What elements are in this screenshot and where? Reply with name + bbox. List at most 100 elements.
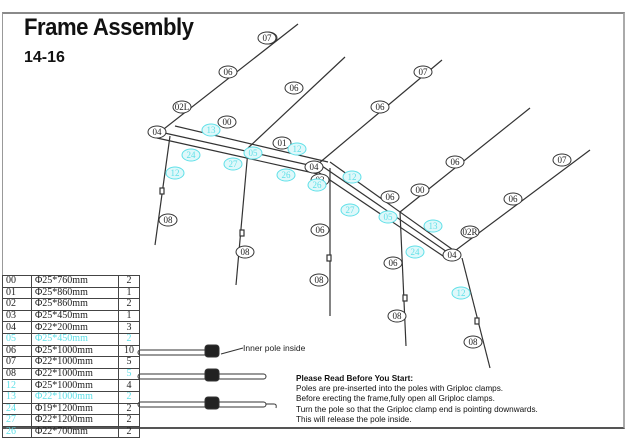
callout-label: 08 bbox=[469, 337, 479, 347]
callout-ellipse bbox=[463, 335, 483, 349]
callout: 02R bbox=[460, 225, 480, 239]
callout-highlight: 24 bbox=[181, 148, 201, 162]
pole-detail-illustrations bbox=[137, 344, 277, 410]
callout-label: 06 bbox=[451, 157, 461, 167]
callout-label: 05 bbox=[384, 212, 394, 222]
callout: 06 bbox=[383, 256, 403, 270]
parts-spec-cell: Φ25*860mm bbox=[31, 286, 119, 300]
callout-label: 12 bbox=[293, 144, 302, 154]
callout-ellipse bbox=[287, 142, 307, 156]
callout-label: 08 bbox=[315, 275, 325, 285]
callout-label: 06 bbox=[389, 258, 399, 268]
parts-code-cell: 03 bbox=[2, 309, 32, 323]
callout-ellipse bbox=[158, 213, 178, 227]
callout-label: 27 bbox=[229, 159, 239, 169]
parts-qty-cell: 1 bbox=[118, 309, 140, 323]
callout-ellipse bbox=[423, 219, 443, 233]
pole-detail-2 bbox=[137, 373, 267, 380]
callout-highlight: 13 bbox=[423, 219, 443, 233]
callout-label: 08 bbox=[164, 215, 174, 225]
callout: 00 bbox=[217, 115, 237, 129]
callout-ellipse bbox=[217, 115, 237, 129]
parts-code-cell: 02 bbox=[2, 298, 32, 311]
callout-label: 06 bbox=[290, 83, 300, 93]
callout-highlight: 12 bbox=[451, 286, 471, 300]
callout-label: 04 bbox=[448, 250, 458, 260]
callout-highlight: 12 bbox=[287, 142, 307, 156]
parts-spec-cell: Φ22*700mm bbox=[31, 425, 119, 438]
callout-ellipse bbox=[460, 225, 480, 239]
callouts-group: 070602L04000601070604030600070602R040608… bbox=[147, 31, 572, 349]
callout-ellipse bbox=[342, 170, 362, 184]
callout: 01 bbox=[272, 136, 292, 150]
callout: 00 bbox=[410, 183, 430, 197]
parts-code-cell: 05 bbox=[2, 332, 32, 346]
parts-spec-cell: Φ22*1200mm bbox=[31, 414, 119, 427]
callout-ellipse bbox=[410, 183, 430, 197]
callout-ellipse bbox=[276, 168, 296, 182]
callout: 08 bbox=[235, 245, 255, 259]
parts-qty-cell: 2 bbox=[118, 414, 140, 427]
callout-highlight: 26 bbox=[307, 178, 327, 192]
callout-label: 12 bbox=[171, 168, 180, 178]
parts-code-cell: 01 bbox=[2, 286, 32, 300]
callout: 06 bbox=[370, 100, 390, 114]
parts-spec-cell: Φ22*1000mm bbox=[31, 356, 119, 369]
pole-detail-3 bbox=[137, 401, 267, 408]
instructions: Please Read Before You Start: Poles are … bbox=[296, 374, 538, 425]
callout-ellipse bbox=[442, 248, 462, 262]
callout-label: 12 bbox=[348, 172, 357, 182]
callout: 06 bbox=[445, 155, 465, 169]
callout-ellipse bbox=[201, 123, 221, 137]
callout-ellipse bbox=[310, 223, 330, 237]
callout-ellipse bbox=[451, 286, 471, 300]
instructions-heading: Please Read Before You Start: bbox=[296, 374, 414, 383]
leg-pole bbox=[461, 257, 491, 369]
callout-label: 08 bbox=[241, 247, 251, 257]
callout-ellipse bbox=[378, 210, 398, 224]
callout-ellipse bbox=[445, 155, 465, 169]
instruction-line: Before erecting the frame,fully open all… bbox=[296, 394, 495, 404]
parts-qty-cell: 2 bbox=[118, 275, 140, 288]
callout-label: 06 bbox=[224, 67, 234, 77]
callout-label: 07 bbox=[558, 155, 568, 165]
callout: 06 bbox=[218, 65, 238, 79]
parts-qty-cell: 3 bbox=[118, 321, 140, 334]
callout-ellipse bbox=[380, 190, 400, 204]
callout-label: 13 bbox=[207, 125, 217, 135]
callout-label: 27 bbox=[346, 205, 356, 215]
callout-ellipse bbox=[165, 166, 185, 180]
callout: 04 bbox=[304, 160, 324, 174]
parts-code-cell: 24 bbox=[2, 402, 32, 416]
instruction-line: Turn the pole so that the Griploc clamp … bbox=[296, 404, 538, 414]
parts-spec-cell: Φ22*1000mm bbox=[31, 367, 119, 381]
callout-label: 04 bbox=[153, 127, 163, 137]
parts-qty-cell: 2 bbox=[118, 332, 140, 346]
callout-label: 00 bbox=[416, 185, 426, 195]
callout-ellipse bbox=[218, 65, 238, 79]
pole-detail-1 bbox=[137, 349, 209, 356]
callout-label: 04 bbox=[310, 162, 320, 172]
callout-ellipse bbox=[257, 31, 277, 45]
callout: 06 bbox=[310, 223, 330, 237]
parts-qty-cell: 2 bbox=[118, 390, 140, 404]
parts-spec-cell: Φ22*200mm bbox=[31, 321, 119, 334]
parts-spec-cell: Φ19*1200mm bbox=[31, 402, 119, 416]
callout-label: 24 bbox=[187, 150, 197, 160]
instruction-line: This will release the pole inside. bbox=[296, 414, 412, 424]
callout: 06 bbox=[284, 81, 304, 95]
callout-ellipse bbox=[387, 309, 407, 323]
callout-ellipse bbox=[272, 136, 292, 150]
callout-label: 06 bbox=[509, 194, 519, 204]
callout-highlight: 12 bbox=[165, 166, 185, 180]
parts-qty-cell: 1 bbox=[118, 286, 140, 300]
parts-qty-cell: 2 bbox=[118, 402, 140, 416]
callout: 06 bbox=[380, 190, 400, 204]
parts-spec-cell: Φ25*450mm bbox=[31, 309, 119, 323]
